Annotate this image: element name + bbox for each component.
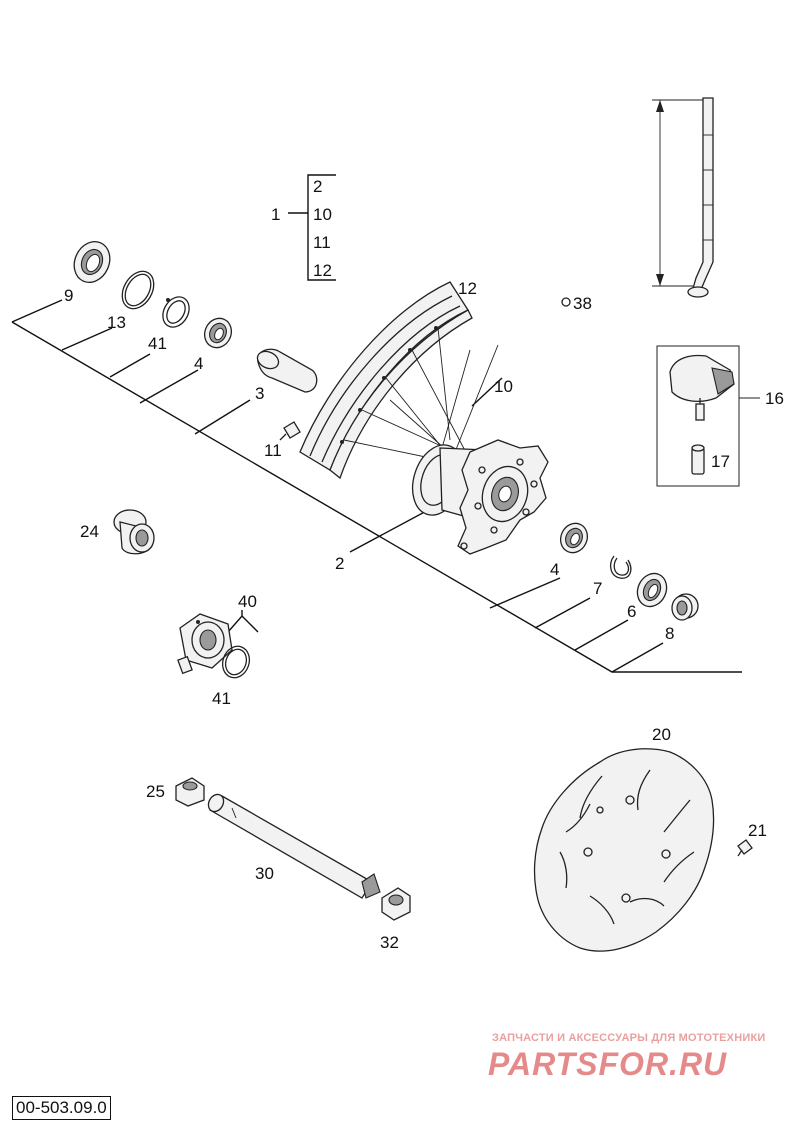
part-2-hub — [411, 439, 549, 555]
callout-2: 2 — [335, 554, 344, 573]
callout-32: 32 — [380, 933, 399, 952]
callout-41-lower: 41 — [212, 689, 231, 708]
part-40-speedo-drive — [177, 613, 233, 675]
part-10-spokes — [343, 327, 499, 481]
part-12-rim — [299, 281, 473, 480]
callout-30: 30 — [255, 864, 274, 883]
callout-4-right: 4 — [550, 560, 559, 579]
part-41-circlip-lower — [221, 645, 251, 679]
part-30-axle — [207, 793, 381, 899]
part-24-bushing — [113, 509, 155, 555]
part-3-spacer — [256, 348, 318, 393]
callout-38: 38 — [573, 294, 592, 313]
callout-12: 12 — [458, 279, 477, 298]
callout-13: 13 — [107, 313, 126, 332]
bracket-item-2: 2 — [313, 177, 322, 196]
spoke-dimension — [652, 99, 710, 287]
part-6-seal — [636, 572, 668, 608]
drawing-code: 00-503.09.0 — [12, 1096, 111, 1120]
spoke-part — [687, 97, 714, 298]
callout-9: 9 — [64, 286, 73, 305]
part-7-circlip — [609, 555, 632, 579]
callout-10: 10 — [494, 377, 513, 396]
watermark-tagline: ЗАПЧАСТИ И АКСЕССУАРЫ ДЛЯ МОТОТЕХНИКИ — [492, 1032, 766, 1044]
bracket-item-12: 12 — [313, 261, 332, 280]
callout-labels: 1 2 10 11 12 9 13 41 4 3 11 12 10 38 16 … — [64, 177, 784, 952]
part-4-bearing-left — [203, 317, 233, 349]
bracket-40 — [227, 610, 259, 633]
part-16-box — [656, 345, 760, 487]
part-41-circlip — [162, 296, 190, 328]
bracket-item-11: 11 — [313, 233, 331, 252]
part-32-nut — [381, 887, 411, 921]
part-13-ring — [121, 270, 155, 310]
callout-21: 21 — [748, 821, 767, 840]
callout-8: 8 — [665, 624, 674, 643]
bracket-1 — [288, 174, 336, 281]
part-21-bolt — [737, 839, 753, 857]
callout-41: 41 — [148, 334, 167, 353]
part-16-tube — [669, 354, 735, 421]
callout-24: 24 — [80, 522, 99, 541]
part-9-seal — [73, 241, 111, 283]
callout-7: 7 — [593, 579, 602, 598]
part-38-clip — [561, 297, 571, 307]
part-25-nut — [175, 777, 205, 807]
callout-11: 11 — [264, 441, 282, 460]
callout-6: 6 — [627, 602, 636, 621]
callout-40: 40 — [238, 592, 257, 611]
part-20-brake-disc — [533, 748, 715, 952]
part-11-nipple — [279, 421, 301, 441]
part-17-valve — [691, 444, 705, 475]
callout-25: 25 — [146, 782, 165, 801]
callout-1: 1 — [271, 205, 280, 224]
part-4-bearing-right — [559, 522, 589, 554]
part-8-spacer — [671, 593, 699, 621]
bracket-item-10: 10 — [313, 205, 332, 224]
callout-20: 20 — [652, 725, 671, 744]
callout-4: 4 — [194, 354, 203, 373]
watermark-brand: PARTSFOR.RU — [488, 1046, 728, 1082]
callout-3: 3 — [255, 384, 264, 403]
callout-17: 17 — [711, 452, 730, 471]
callout-16: 16 — [765, 389, 784, 408]
axis-leader-lines — [11, 299, 742, 673]
